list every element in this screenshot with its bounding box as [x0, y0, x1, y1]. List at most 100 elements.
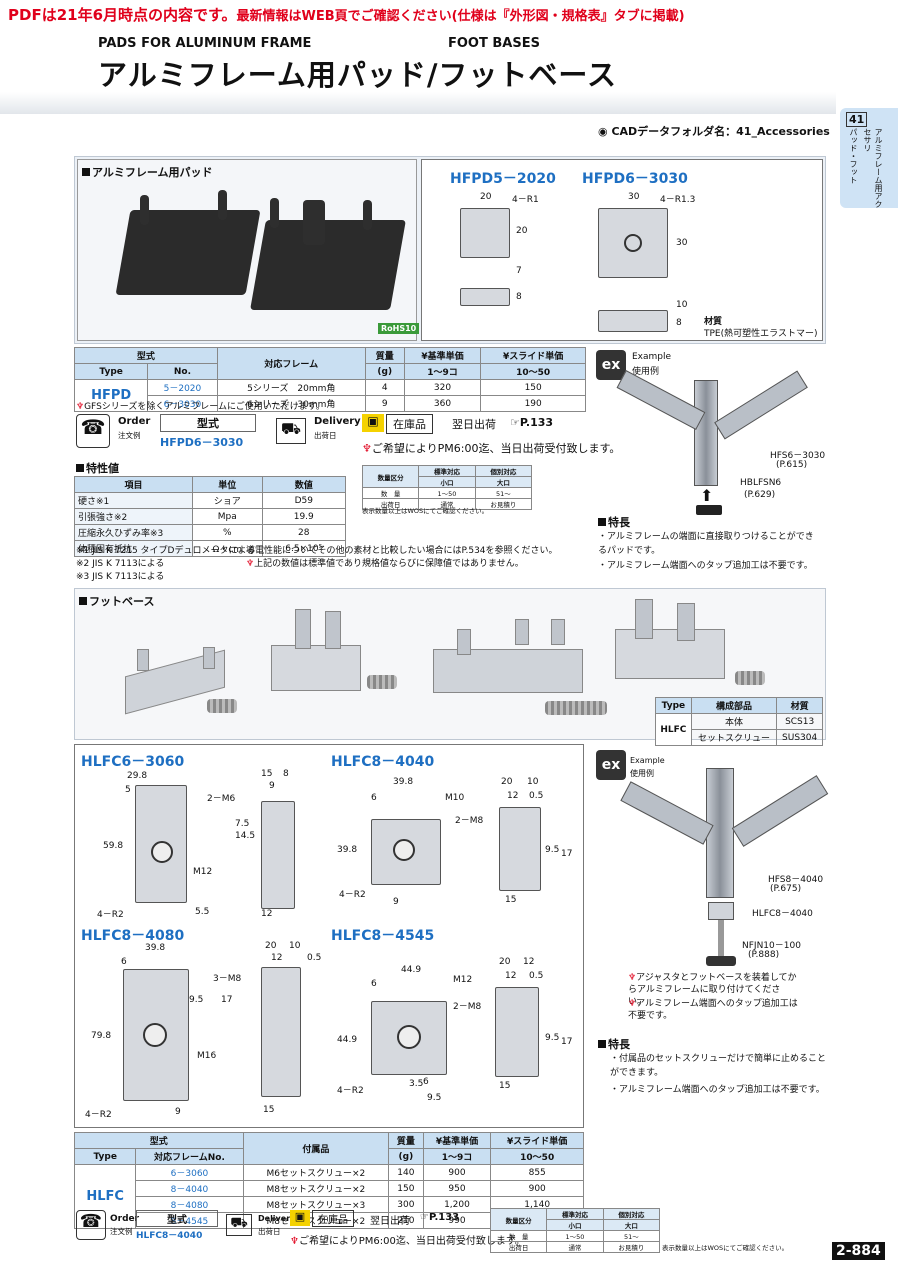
- price-cell: 900: [422, 1164, 492, 1181]
- dim-label: 2－M8: [453, 1002, 482, 1012]
- dim-label: 15: [499, 1081, 511, 1091]
- qty-cell: 51～: [474, 487, 533, 499]
- dim-label: 39.8: [337, 845, 358, 855]
- pad-top-view-5: [460, 208, 510, 258]
- pm-note: ♆ご希望によりPM6:00迄、当日出荷受付致します。: [362, 440, 620, 456]
- side-tab-sub: パッド・フット: [849, 128, 858, 184]
- dim-label: 17: [561, 1037, 573, 1047]
- foot-feat-heading-text: 特長: [608, 1038, 630, 1051]
- example-part-b-page: (P.629): [744, 490, 776, 500]
- th-frame: 対応フレーム: [216, 347, 366, 380]
- th-model: 型式: [74, 347, 218, 364]
- slide-cell: 900: [490, 1180, 584, 1197]
- pad-model-1: HFPD5－2020: [450, 171, 556, 187]
- side-tab[interactable]: 41 アルミフレーム用アクセサリ パッド・フット: [840, 108, 898, 208]
- dim-label: 15: [261, 769, 273, 779]
- dim-label: 79.8: [91, 1031, 112, 1041]
- props-h-value: 数値: [261, 476, 347, 493]
- props-cell: 28: [261, 524, 347, 541]
- note-icon: ♆: [628, 973, 637, 983]
- price-cell: 1,200: [422, 1196, 492, 1213]
- comp-cell: SCS13: [776, 713, 823, 730]
- banner: PDFは21年6月時点の内容です。最新情報はWEB頁でご確認ください(仕様は『外…: [8, 4, 888, 25]
- center-hole: [393, 839, 415, 861]
- price-cell: 950: [422, 1180, 492, 1197]
- dim-label: 9.5: [427, 1093, 442, 1103]
- pad-material-value: TPE(熱可塑性エラストマー): [704, 329, 818, 339]
- stock-badge: 在庫品: [312, 1210, 354, 1227]
- delivery-jp: 出荷日: [314, 431, 337, 440]
- dim-label: 9.5: [545, 845, 560, 855]
- qty-note: 表示数量以上はWOSにてご確認ください。: [662, 1244, 789, 1252]
- foot-tab: [551, 619, 565, 645]
- dim-label: 12: [505, 971, 517, 981]
- hlfc8-4080-side: [261, 967, 301, 1097]
- foot-tab: [635, 599, 653, 639]
- frame-right: [714, 370, 808, 440]
- qty-cell: 51～: [602, 1230, 661, 1242]
- qty-h2: 標準対応: [546, 1208, 604, 1220]
- dim-label: M16: [197, 1051, 217, 1061]
- dim-label: 12: [271, 953, 283, 963]
- dim-label: 5: [125, 785, 131, 795]
- order-head: 型式: [160, 414, 256, 432]
- example-part-a: HFS6－3030: [770, 451, 826, 461]
- cad-icon: ◉: [598, 125, 612, 138]
- ship-ref[interactable]: ☞P.133: [420, 1212, 459, 1223]
- qty-h2b: 小口: [418, 476, 476, 488]
- props-cell: 圧縮永久ひずみ率※3: [74, 524, 193, 541]
- drawing-title: HLFC6－3060: [81, 754, 185, 770]
- qty-cell: 1～50: [418, 487, 476, 499]
- dim-label: 20: [265, 941, 277, 951]
- th-type: Type: [73, 363, 149, 380]
- props-note: ※3 JIS K 7113による: [76, 572, 165, 582]
- pad-pin: [218, 190, 227, 220]
- hlfc8-4040-side: [499, 807, 541, 891]
- ship-ref[interactable]: ☞P.133: [510, 416, 553, 429]
- foot-note-2-text: アルミフレーム端面へのタップ追加工は不要です。: [628, 999, 798, 1021]
- drawing-title: HLFC8－4545: [331, 928, 435, 944]
- pad-center-boss: [303, 200, 325, 245]
- frame-cell: 5シリーズ 20mm角: [216, 379, 366, 396]
- dim-label: 44.9: [401, 965, 422, 975]
- props-note-conductive: 導電性能についてその他の素材と比較したい場合にはP.534を参照ください。: [246, 546, 558, 556]
- qty-cell: 出荷日: [489, 1241, 548, 1253]
- th-price: ¥基準単価: [403, 347, 482, 364]
- dim-label: 20: [501, 777, 513, 787]
- dim-label: 0.5: [529, 791, 544, 801]
- dim-label: 6: [423, 1077, 429, 1087]
- qty-h3b: 大口: [602, 1219, 661, 1231]
- drawing-title: HLFC8－4040: [331, 754, 435, 770]
- set-screws: [367, 675, 397, 689]
- example-jp: 使用例: [630, 769, 654, 778]
- banner-rest: 最新情報はWEB頁でご確認ください(仕様は『外形図・規格表』タブに掲載): [236, 9, 685, 24]
- banner-lead: PDFは21年6月時点の内容です。: [8, 6, 237, 24]
- pad-small-image: [115, 210, 261, 295]
- example-part-c-page: (P.888): [748, 950, 780, 960]
- ship-text: 翌日出荷: [452, 418, 496, 431]
- example-jp: 使用例: [632, 367, 660, 377]
- qty-cell: 通常: [418, 498, 476, 510]
- acc-cell: M6セットスクリュー×2: [242, 1164, 390, 1181]
- props-cell: 19.9: [261, 508, 347, 525]
- qty-note: 表示数量以上はWOSにてご確認ください。: [362, 507, 489, 515]
- qty-cell: お見積り: [602, 1241, 661, 1253]
- example-part-a: HFS8－4040: [768, 875, 824, 885]
- adjuster-bolt: [718, 920, 724, 956]
- th-no: No.: [147, 363, 218, 380]
- truck-icon: ⛟: [276, 418, 306, 444]
- props-cell: ショア: [192, 492, 263, 509]
- props-cell: 硬さ※1: [74, 492, 193, 509]
- props-heading: 特性値: [76, 460, 119, 476]
- foot-note-2: ♆アルミフレーム端面へのタップ追加工は不要です。: [628, 998, 798, 1022]
- th-price-qty: 1～9コ: [422, 1148, 492, 1165]
- th-price: ¥基準単価: [422, 1132, 492, 1149]
